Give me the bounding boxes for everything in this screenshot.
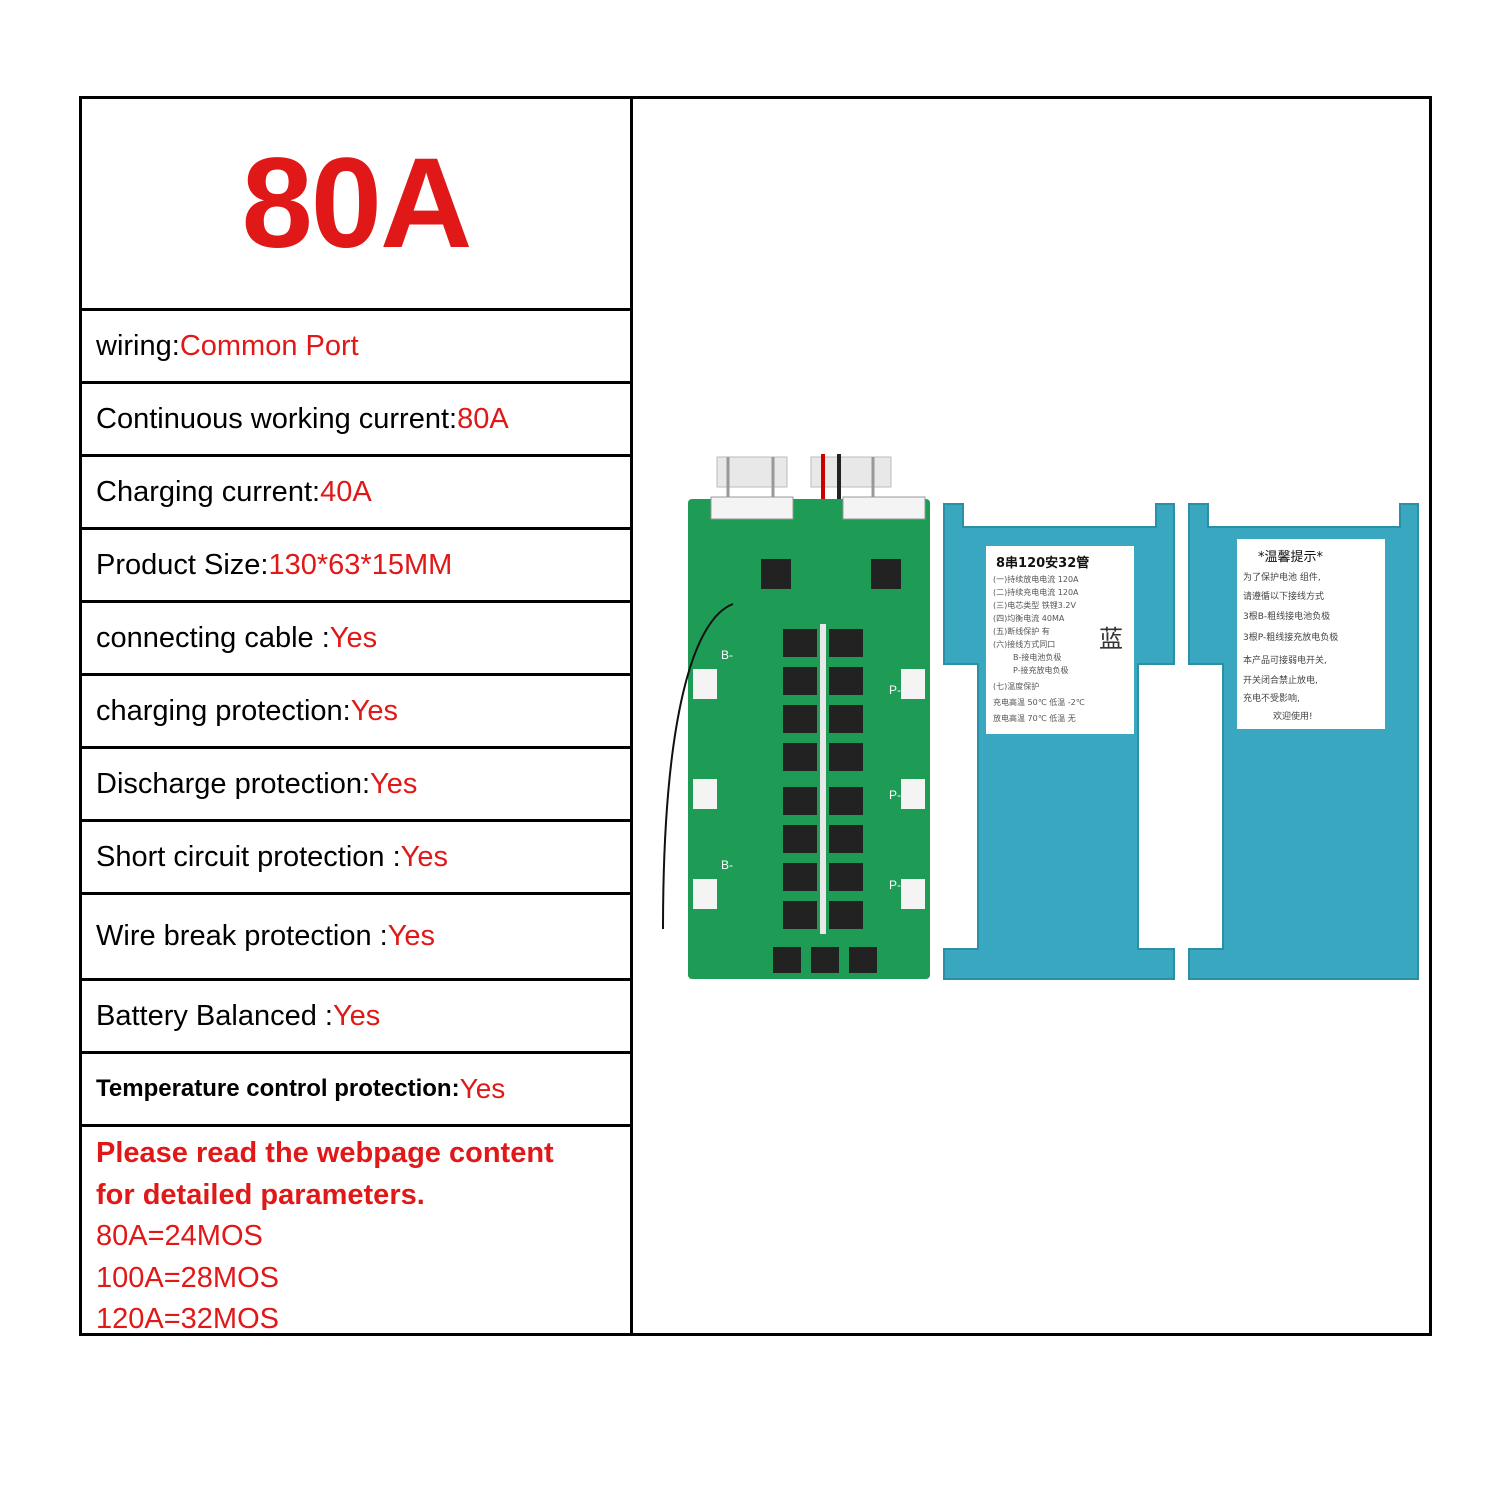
spec-label: wiring: [96,329,180,362]
sticker-line: (二)持续充电电流 120A [993,587,1079,597]
spec-row-connecting-cable: connecting cable : Yes [82,603,630,676]
spec-value: 80A [457,402,509,435]
sticker-line: 欢迎使用! [1273,710,1313,722]
spec-row-wiring: wiring: Common Port [82,311,630,384]
spec-value: Common Port [179,329,359,362]
spec-label: Product Size: [96,548,269,581]
spec-value: Yes [400,840,448,873]
spec-label: connecting cable : [96,621,330,654]
spec-row-charging-current: Charging current:40A [82,457,630,530]
note-line: for detailed parameters. [96,1178,425,1211]
sticker-line: B-接电池负极 [1013,652,1061,662]
pcb-label: P- [889,788,901,802]
spec-row-wire-break-protection: Wire break protection :Yes [82,895,630,981]
wire-harness [716,454,892,499]
pcb-label: B- [721,858,733,872]
sticker-line: (五)断线保护 有 [993,626,1050,636]
insulator-pad-right: *温馨提示* 为了保护电池 组件, 请遵循以下接线方式 3根B-粗线接电池负极 … [1188,503,1419,980]
spec-row-discharge-protection: Discharge protection: Yes [82,749,630,822]
spec-value: Yes [350,694,399,727]
page-title: 80A [241,132,473,275]
spec-label: Continuous working current: [96,402,458,435]
pcb-label: P- [889,878,901,892]
sticker-line: (三)电芯类型 铁锂3.2V [993,600,1077,610]
sticker-line: 放电高温 70℃ 低温 无 [993,713,1076,723]
spec-label: Short circuit protection : [96,840,401,873]
sticker-mark: 蓝 [1099,625,1123,653]
sticker-line: (七)温度保护 [993,681,1039,691]
spec-value: Yes [387,920,436,952]
spec-value: 40A [320,475,372,508]
spec-row-short-circuit-protection: Short circuit protection :Yes [82,822,630,895]
spec-value: 130*63*15MM [268,548,453,581]
sticker-line: P-接充放电负极 [1013,665,1069,675]
spec-label: charging protection: [96,694,351,727]
spec-table: 80A wiring: Common Port Continuous worki… [79,96,1432,1336]
insulator-pad-left: 8串120安32管 (一)持续放电电流 120A (二)持续充电电流 120A … [943,503,1175,980]
title-cell: 80A [82,99,630,311]
sticker-line: 请遵循以下接线方式 [1243,590,1324,602]
sticker-title: 8串120安32管 [996,555,1089,571]
spec-label: Charging current: [96,475,321,508]
pcb-board: B- P- P- B- P- [662,496,930,979]
spec-value: Yes [329,621,378,654]
parameter-note: Please read the webpage content for deta… [96,1133,626,1341]
sticker-line: 充电不受影响, [1243,692,1300,704]
pcb-label: P- [889,683,901,697]
spec-value: Yes [332,999,381,1032]
sticker-line: 3根B-粗线接电池负极 [1243,610,1330,622]
sticker-line: (一)持续放电电流 120A [993,574,1079,584]
spec-row-product-size: Product Size:130*63*15MM [82,530,630,603]
bms-board-illustration: B- P- P- B- P- 8串120安32管 (一)持续放电电流 120A … [662,454,1419,980]
sticker-line: 为了保护电池 组件, [1243,571,1321,583]
mos-line-120a: 120A=32MOS [96,1303,279,1335]
spec-row-battery-balanced: Battery Balanced :Yes [82,981,630,1054]
spec-label: Temperature control protection: [96,1075,460,1102]
mos-line-80a: 80A=24MOS [96,1220,263,1252]
spec-label: Battery Balanced : [96,999,333,1032]
product-photo: B- P- P- B- P- 8串120安32管 (一)持续放电电流 120A … [633,99,1429,1333]
spec-value: Yes [459,1073,506,1104]
sticker-line: 充电高温 50℃ 低温 -2℃ [993,697,1085,707]
spec-row-temperature-protection: Temperature control protection:Yes [82,1054,630,1127]
sticker-line: 本产品可接弱电开关, [1243,654,1327,666]
pcb-label: B- [721,648,733,662]
spec-row-continuous-current: Continuous working current:80A [82,384,630,457]
spec-label: Discharge protection: [96,767,371,800]
sticker-line: 开关闭合禁止放电, [1243,674,1318,686]
sticker-line: 3根P-粗线接充放电负极 [1243,631,1338,643]
sticker-line: (六)接线方式同口 [993,639,1055,649]
spec-value: Yes [370,767,418,800]
spec-label: Wire break protection : [96,920,388,952]
sticker-line: (四)均衡电流 40MA [993,613,1065,623]
sticker-title: *温馨提示* [1258,549,1324,565]
spec-column: 80A wiring: Common Port Continuous worki… [82,99,633,1335]
spec-row-charging-protection: charging protection: Yes [82,676,630,749]
mos-line-100a: 100A=28MOS [96,1261,279,1294]
note-line: Please read the webpage content [96,1137,554,1169]
